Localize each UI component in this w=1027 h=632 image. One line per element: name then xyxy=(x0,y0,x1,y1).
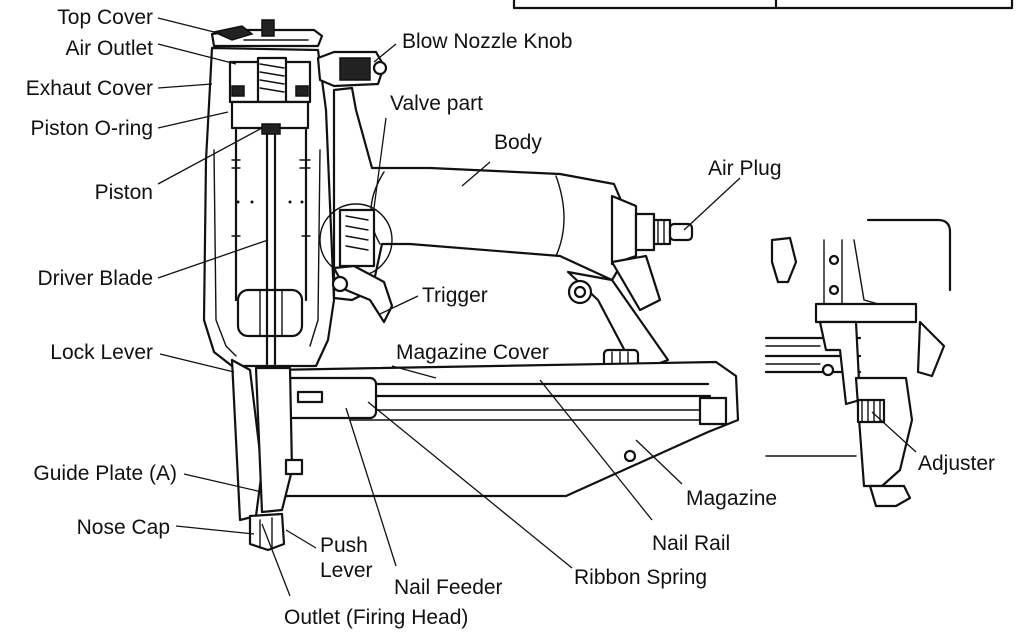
part-labels: Top Cover Air Outlet Exhaut Cover Piston… xyxy=(26,6,995,629)
label-top-cover: Top Cover xyxy=(57,6,153,29)
label-body: Body xyxy=(494,131,542,154)
nailer-illustration xyxy=(202,19,740,552)
label-lock-lever: Lock Lever xyxy=(50,341,153,364)
leader-lines xyxy=(157,17,917,597)
label-air-outlet: Air Outlet xyxy=(65,37,153,60)
label-nail-rail: Nail Rail xyxy=(652,532,730,555)
table-fragment xyxy=(512,0,1014,10)
label-piston: Piston xyxy=(95,181,153,204)
label-nose-cap: Nose Cap xyxy=(77,516,170,539)
label-air-plug: Air Plug xyxy=(708,157,782,180)
label-nail-feeder: Nail Feeder xyxy=(394,576,503,599)
label-ribbon-spring: Ribbon Spring xyxy=(574,566,707,589)
label-piston-oring: Piston O-ring xyxy=(30,117,153,140)
label-guide-plate: Guide Plate (A) xyxy=(33,462,177,485)
label-magazine-cover: Magazine Cover xyxy=(396,341,549,364)
label-push-lever-line2: Lever xyxy=(320,559,373,582)
label-push-lever-line1: Push xyxy=(320,534,368,557)
label-driver-blade: Driver Blade xyxy=(37,267,153,290)
label-adjuster: Adjuster xyxy=(918,452,995,475)
label-valve-part: Valve part xyxy=(390,92,483,115)
label-outlet: Outlet (Firing Head) xyxy=(284,606,468,629)
adjuster-inset xyxy=(764,218,952,508)
label-trigger: Trigger xyxy=(422,284,488,307)
label-exhaust-cover: Exhaut Cover xyxy=(26,77,153,100)
label-magazine: Magazine xyxy=(686,487,777,510)
label-blow-nozzle-knob: Blow Nozzle Knob xyxy=(402,30,572,53)
